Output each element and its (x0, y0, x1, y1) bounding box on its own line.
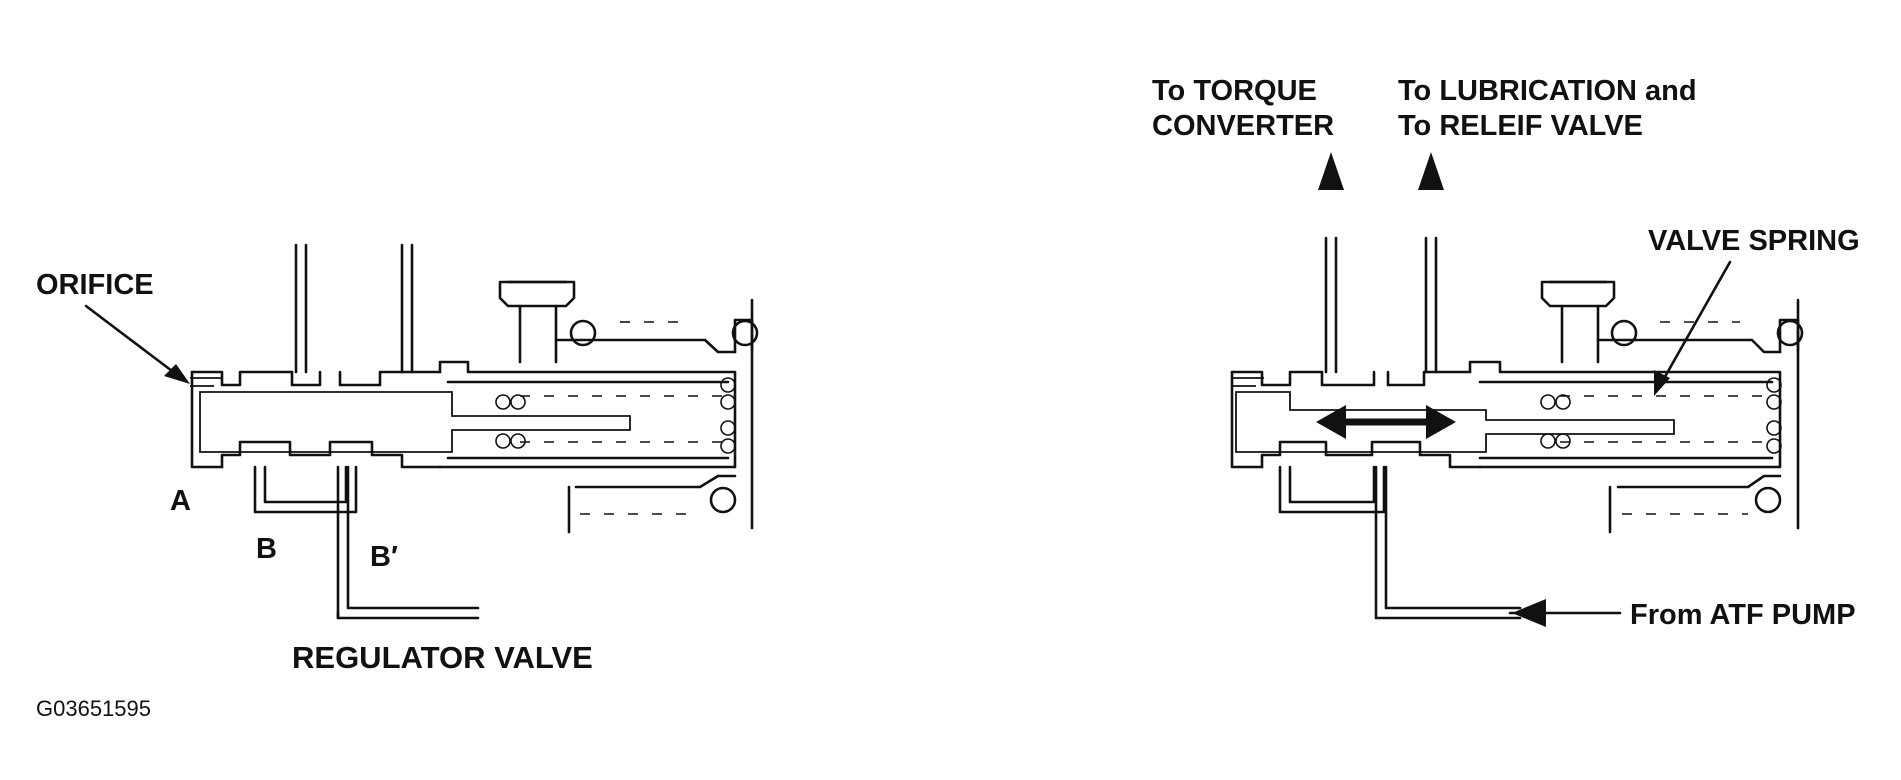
port-b-prime-label: B′ (370, 541, 398, 573)
torque-converter-label-line1: To TORQUE (1152, 75, 1317, 107)
left-valve-drawing (190, 243, 759, 620)
lubrication-label-line2: To RELEIF VALVE (1398, 110, 1643, 142)
pump-arrowhead (1512, 599, 1546, 627)
spool-motion-arrow-left (1316, 405, 1346, 439)
orifice-leader (84, 304, 178, 376)
atf-pump-label: From ATF PUMP (1630, 599, 1856, 631)
orifice-arrowhead (164, 364, 190, 384)
figure-code: G03651595 (36, 696, 151, 721)
torque-converter-arrow (1318, 152, 1344, 190)
valve-spring-arrowhead (1654, 370, 1670, 396)
lubrication-arrow (1418, 152, 1444, 190)
right-valve-drawing (1230, 152, 1804, 627)
torque-converter-label-line2: CONVERTER (1152, 110, 1334, 142)
orifice-label: ORIFICE (36, 269, 154, 301)
valve-spring-label: VALVE SPRING (1648, 225, 1860, 257)
valve-spring-leader (1660, 260, 1732, 384)
port-a-label: A (170, 485, 191, 517)
lubrication-label-line1: To LUBRICATION and (1398, 75, 1697, 107)
port-b-label: B (256, 533, 277, 565)
spool-motion-arrow-right (1426, 405, 1456, 439)
regulator-valve-title: REGULATOR VALVE (292, 640, 593, 675)
